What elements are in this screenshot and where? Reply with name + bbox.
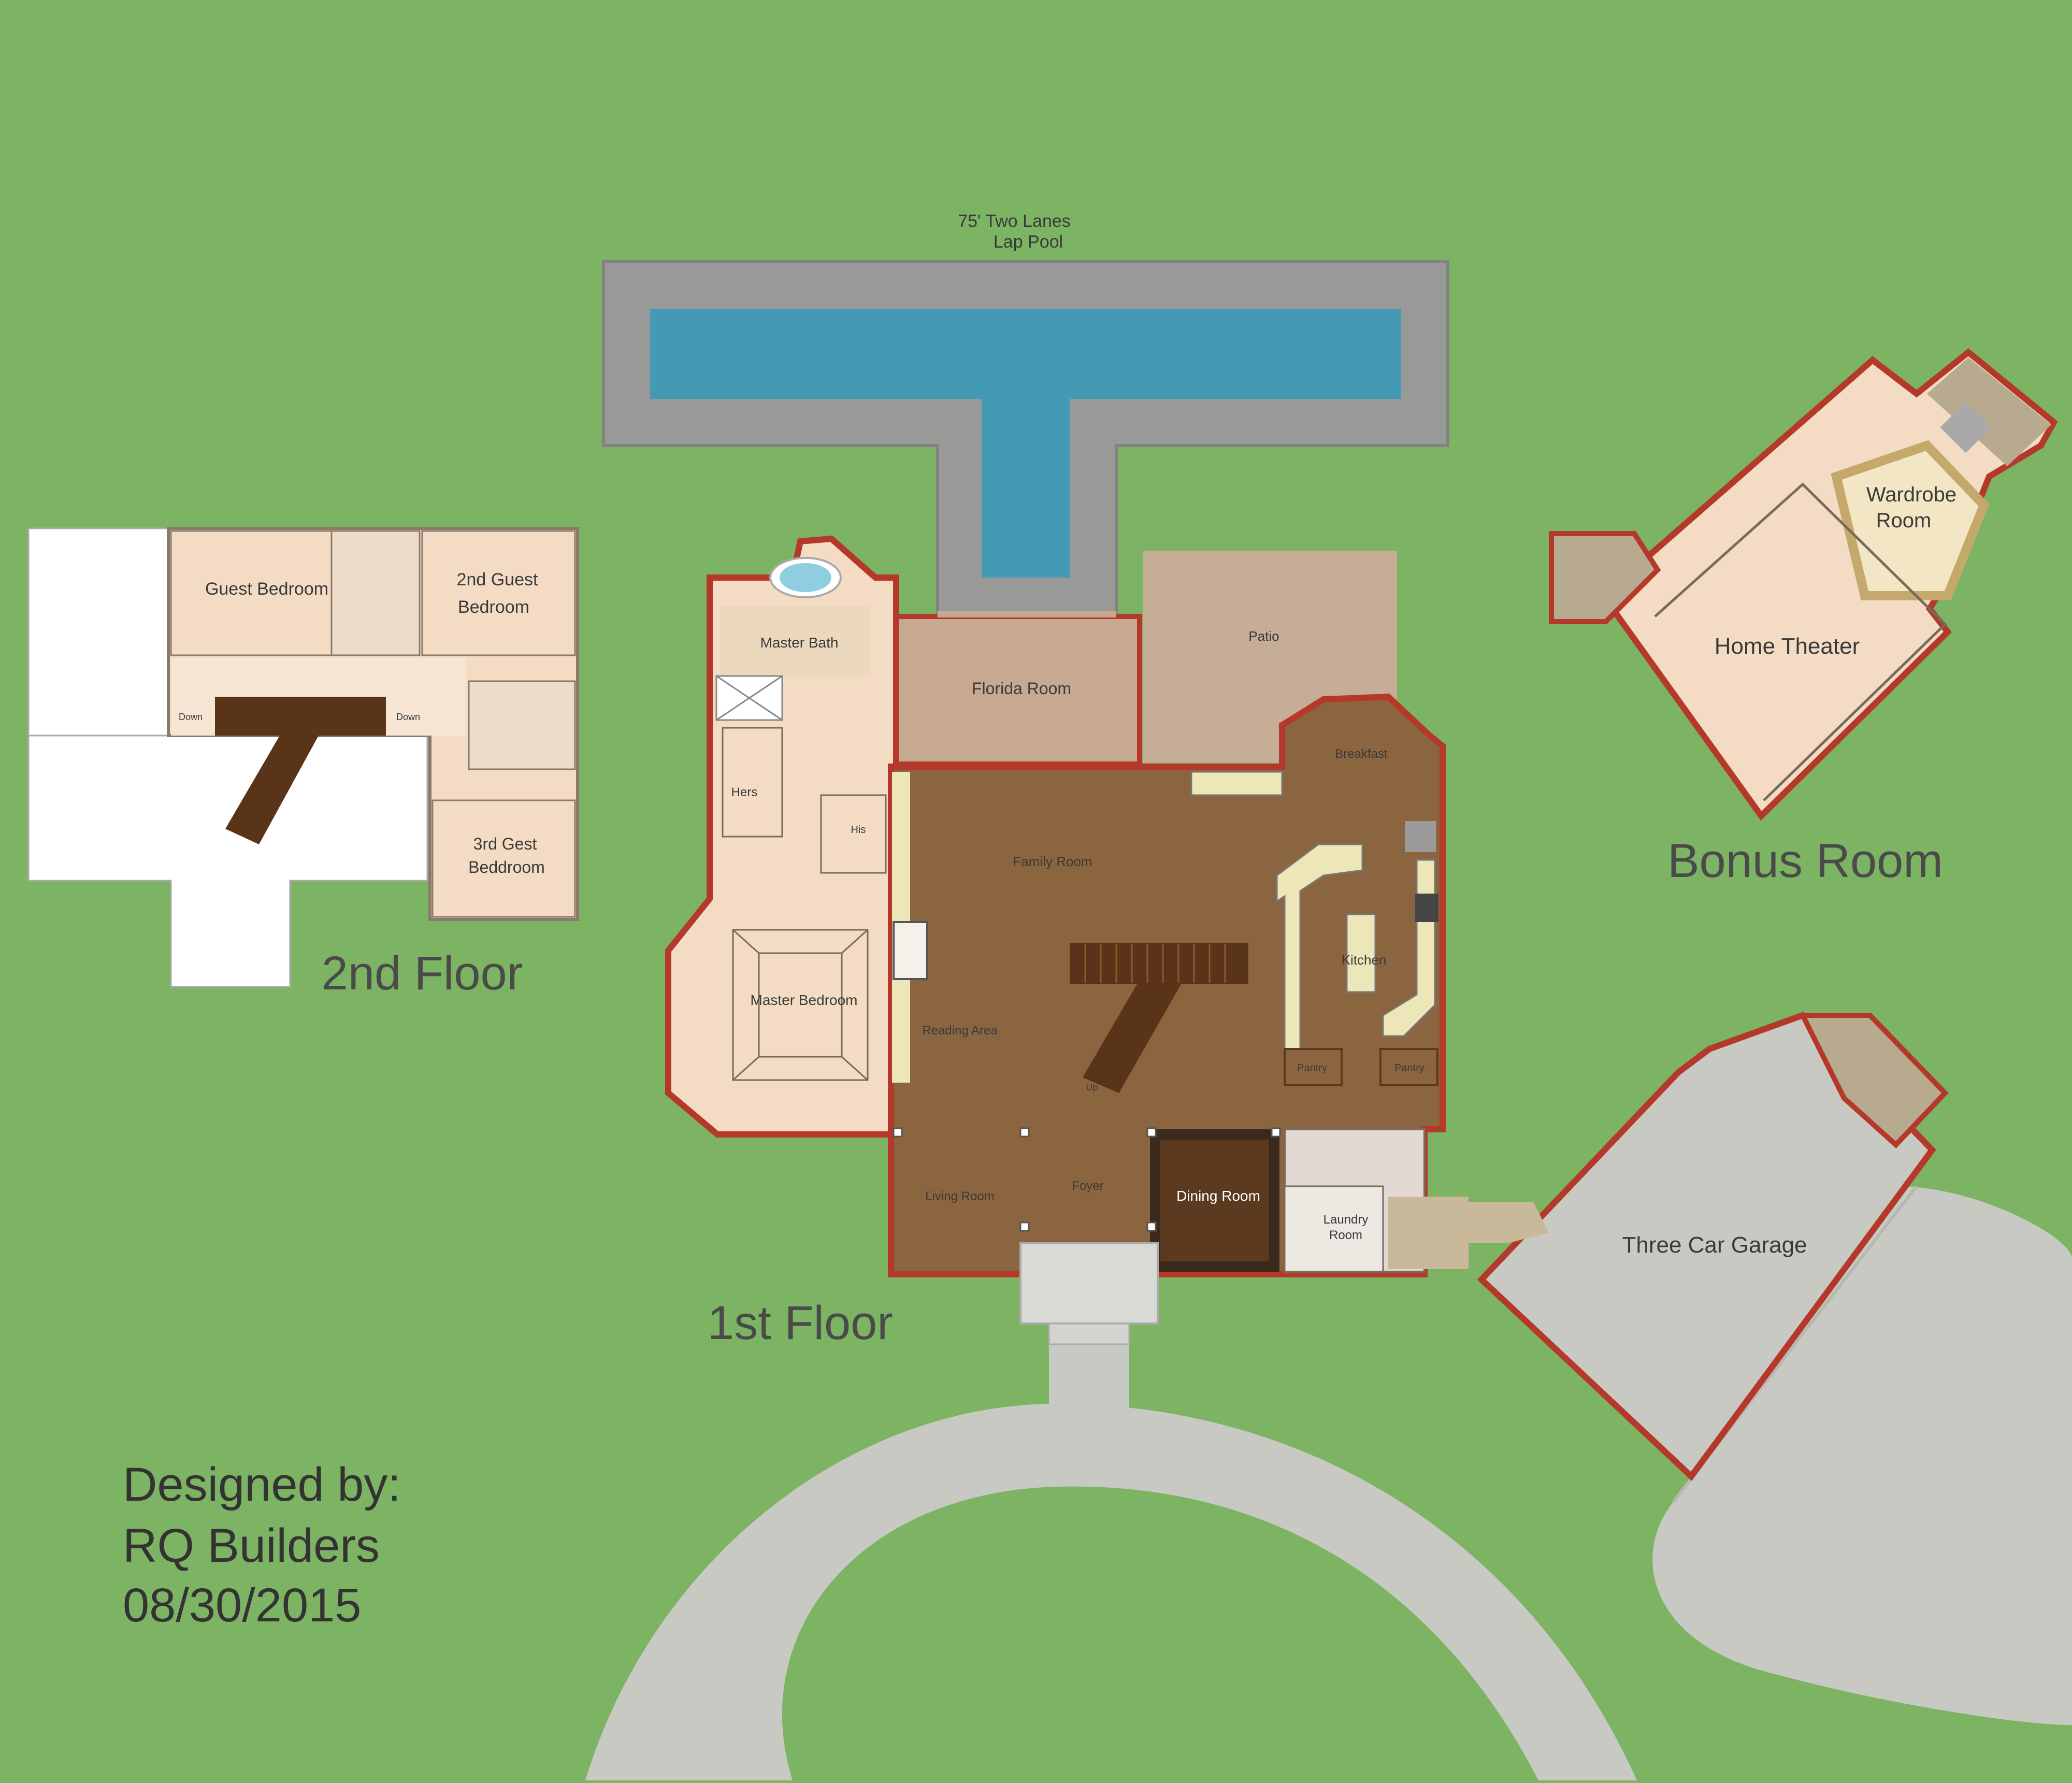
label-master-bath: Master Bath — [760, 635, 839, 651]
credits-line1: Designed by: — [123, 1458, 401, 1511]
label-wardrobe-line1: Wardrobe — [1866, 483, 1956, 506]
master-bath-room — [720, 606, 870, 676]
label-second-guest-line1: 2nd Guest — [457, 570, 538, 589]
bath2-2nd — [468, 680, 576, 770]
stove-icon — [1415, 894, 1438, 922]
label-third-gest-line1: 3rd Gest — [473, 835, 537, 853]
label-three-car-garage: Three Car Garage — [1622, 1232, 1807, 1258]
label-foyer: Foyer — [1072, 1179, 1103, 1193]
his-closet — [820, 794, 887, 874]
label-guest-bedroom: Guest Bedroom — [205, 579, 328, 599]
pool-water — [650, 309, 1401, 578]
label-his: His — [851, 824, 866, 836]
first-floor-title: 1st Floor — [708, 1297, 893, 1349]
garage-driveway — [1652, 1186, 2072, 1725]
label-hers: Hers — [731, 785, 758, 799]
label-master-bedroom: Master Bedroom — [751, 992, 858, 1008]
label-home-theater: Home Theater — [1715, 634, 1860, 659]
wardrobe-room — [1831, 440, 1990, 600]
credits-line3: 08/30/2015 — [123, 1579, 361, 1632]
garage-stair-room — [1798, 1013, 1949, 1148]
label-laundry-line2: Room — [1329, 1228, 1362, 1242]
columns — [893, 1127, 1281, 1232]
master-bedroom-tray-inner — [758, 952, 843, 1058]
label-down-right: Down — [396, 712, 420, 722]
second-floor-white-void — [27, 735, 428, 988]
front-porch — [1019, 1242, 1159, 1325]
second-floor-title: 2nd Floor — [322, 947, 523, 1000]
home-theater-wall — [1654, 482, 1947, 801]
label-patio: Patio — [1248, 628, 1279, 644]
laundry-room — [1284, 1185, 1384, 1273]
label-wardrobe-line2: Room — [1876, 509, 1932, 532]
main-stairs-run — [1083, 984, 1181, 1093]
third-gest-room — [431, 799, 576, 918]
counter-north — [1190, 771, 1283, 796]
bonus-stair-box — [1940, 401, 1992, 453]
label-reading-area: Reading Area — [922, 1024, 998, 1038]
label-pantry-right: Pantry — [1394, 1062, 1424, 1074]
pantry-left — [1284, 1048, 1343, 1086]
tray-corners — [732, 929, 869, 1081]
label-laundry-line1: Laundry — [1323, 1213, 1369, 1227]
label-florida-room: Florida Room — [972, 679, 1071, 698]
credits-line2: RQ Builders — [123, 1519, 380, 1572]
bath-2nd — [330, 530, 421, 656]
pool-caption-line1: 75' Two Lanes — [958, 211, 1071, 231]
second-floor-white-void-top — [27, 527, 169, 737]
second-guest-room — [421, 530, 576, 656]
circular-driveway — [585, 1404, 1637, 1780]
bonus-stairs-west — [1549, 531, 1661, 624]
fridge-icon — [1405, 821, 1436, 852]
garage-side-stairs — [1440, 1202, 1549, 1243]
label-family-room: Family Room — [1013, 854, 1092, 869]
stairs-2nd-run — [225, 736, 319, 844]
main-stairs-landing — [1070, 943, 1248, 984]
shower-x — [716, 675, 783, 721]
hers-closet — [722, 727, 783, 838]
kitchen-counter — [1276, 843, 1363, 1050]
stairs-2nd-landing — [215, 697, 386, 736]
pantry-right — [1379, 1048, 1438, 1086]
front-walkway — [1049, 1342, 1129, 1419]
master-bedroom-tray-outer — [732, 929, 869, 1081]
label-breakfast: Breakfast — [1335, 747, 1388, 761]
label-living-room: Living Room — [925, 1189, 994, 1203]
fireplace-icon — [893, 921, 928, 980]
bathtub-water — [780, 563, 831, 592]
dining-room-floor — [1160, 1140, 1269, 1261]
label-down-left: Down — [179, 712, 203, 722]
stair-treads — [1084, 944, 1226, 983]
label-pantry-left: Pantry — [1297, 1062, 1327, 1074]
kitchen-island — [1346, 913, 1376, 993]
guest-bedroom-2nd — [170, 530, 333, 656]
label-third-gest-line2: Beddroom — [468, 858, 545, 876]
florida-pool-junction — [938, 611, 1116, 617]
bonus-room-title: Bonus Room — [1667, 835, 1943, 887]
label-kitchen: Kitchen — [1342, 952, 1387, 968]
pool-caption-line2: Lap Pool — [994, 232, 1063, 252]
label-up: Up — [1086, 1082, 1098, 1092]
bonus-stairs-ne — [1927, 357, 2051, 466]
label-dining-room: Dining Room — [1176, 1188, 1260, 1204]
porch-steps — [1048, 1322, 1130, 1345]
label-second-guest-line2: Bedroom — [458, 597, 529, 617]
